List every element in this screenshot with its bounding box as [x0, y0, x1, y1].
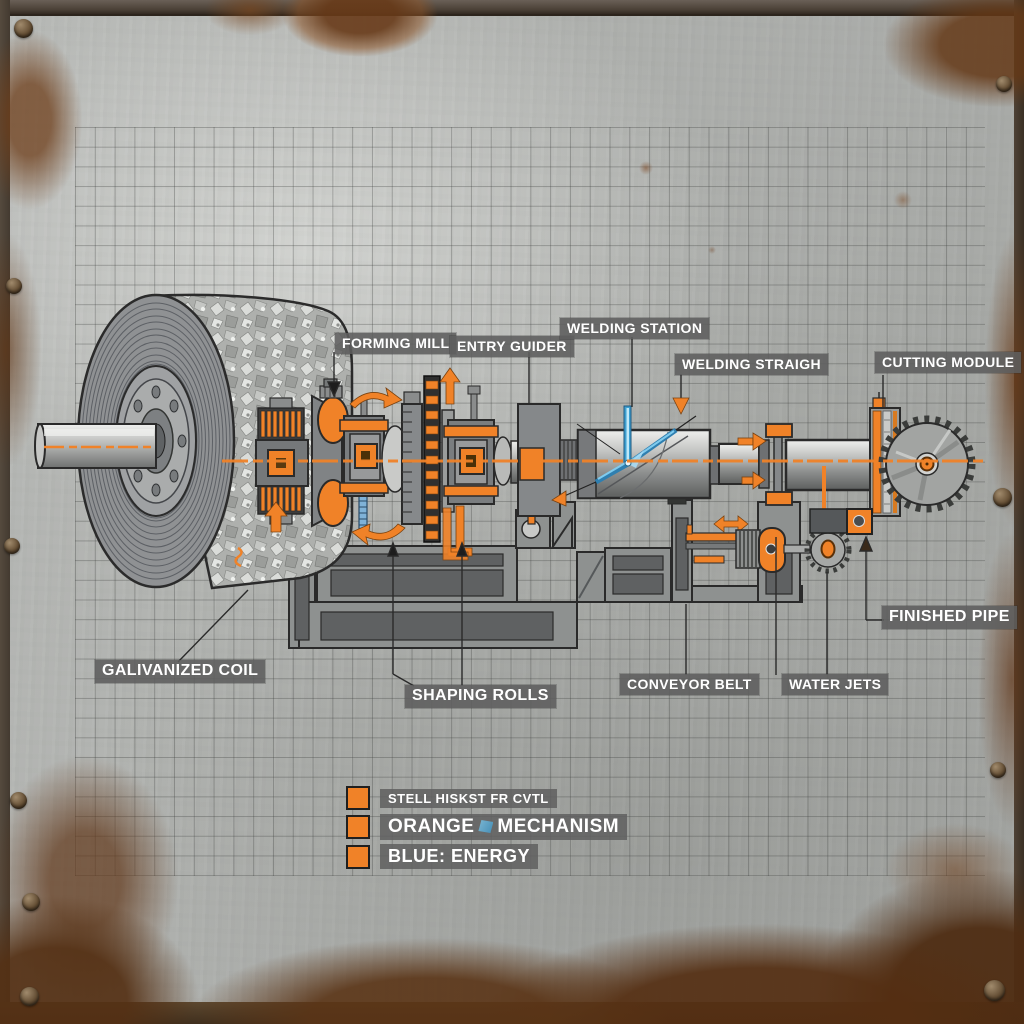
legend-item-steel: STELL HISKST FR CVTL [346, 786, 557, 810]
label-water-jets: WATER JETS [782, 674, 889, 695]
flow-arrows [264, 367, 473, 561]
legend-swatch-orange [346, 786, 370, 810]
label-welding-straightener: WELDING STRAIGH [675, 354, 828, 375]
bolt-icon [6, 278, 22, 294]
bolt-icon [14, 19, 33, 38]
bolt-icon [10, 792, 27, 809]
legend-text-prefix: ORANGE [388, 816, 475, 837]
bolt-icon [990, 762, 1006, 778]
label-forming-mill: FORMING MILL [335, 333, 457, 354]
bolt-icon [4, 538, 20, 554]
label-entry-guider: ENTRY GUIDER [450, 336, 574, 357]
bolt-icon [20, 987, 39, 1006]
legend-text: BLUE: ENERGY [380, 844, 539, 869]
legend-text: ORANGE MECHANISM [380, 814, 628, 840]
label-finished-pipe: FINISHED PIPE [882, 606, 1017, 629]
roller-stand-3 [443, 385, 521, 505]
conveyor-belt-graphic [685, 515, 811, 573]
bolt-icon [22, 893, 40, 911]
cutting-module-graphic [869, 392, 976, 517]
leader-lines [177, 337, 884, 687]
legend-swatch-orange [346, 815, 370, 839]
label-cutting-module: CUTTING MODULE [875, 352, 1022, 373]
legend-text: STELL HISKST FR CVTL [380, 788, 557, 808]
label-shaping-rolls: SHAPING ROLLS [405, 685, 556, 708]
label-conveyor-belt: CONVEYOR BELT [620, 674, 759, 695]
blue-mark-icon [478, 820, 494, 833]
legend-item-orange-mechanism: ORANGE MECHANISM [346, 814, 628, 840]
straightener-graphic [709, 423, 885, 512]
bolt-icon [993, 488, 1012, 507]
water-jets-graphic [804, 508, 873, 574]
bolt-icon [984, 980, 1005, 1001]
legend-swatch-orange [346, 844, 370, 869]
coil-shaft [34, 423, 157, 469]
legend-item-blue-energy: BLUE: ENERGY [346, 844, 539, 869]
label-galvanized-coil: GALIVANIZED COIL [95, 660, 266, 683]
legend-text-suffix: MECHANISM [497, 816, 620, 837]
label-welding-station: WELDING STATION [560, 318, 710, 339]
bolt-icon [996, 76, 1012, 92]
